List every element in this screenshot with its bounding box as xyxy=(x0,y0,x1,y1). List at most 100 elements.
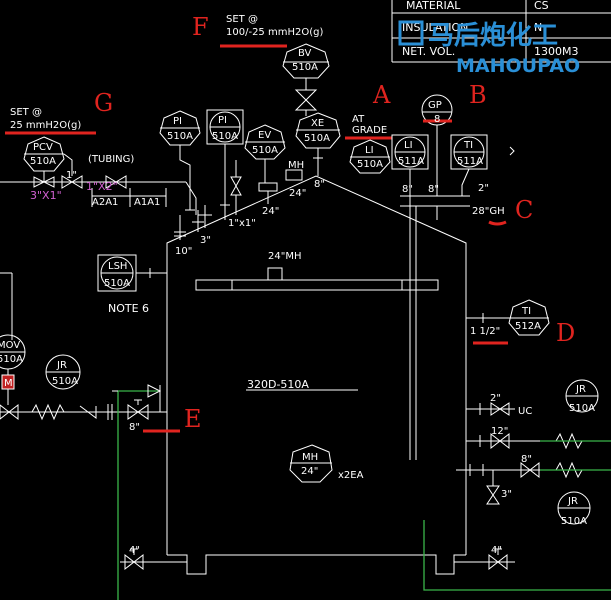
set-g-line2: 25 mmH2O(g) xyxy=(10,120,81,131)
boundary-green xyxy=(423,520,611,591)
xe-tag: XE xyxy=(311,118,324,129)
ti-instrument-1 xyxy=(450,134,488,196)
grade-label: GRADE xyxy=(352,125,387,136)
manhole-size: 24" xyxy=(301,466,318,477)
bv-num: 510A xyxy=(292,62,318,73)
fill-line-green xyxy=(112,384,162,600)
inlet-line xyxy=(0,399,167,421)
set-f-line1: SET @ xyxy=(226,14,258,25)
set-g-line1: SET @ xyxy=(10,107,42,118)
roof-manhole-label: 24"MH xyxy=(268,251,301,262)
jr3-tag: JR xyxy=(567,496,578,507)
callout-a: A xyxy=(372,81,391,109)
spec-table: MATERIAL CS INSULATION N NET. VOL. 1300M… xyxy=(391,0,611,63)
pi1-num: 510A xyxy=(167,131,193,142)
roof-nozzles-left xyxy=(174,205,212,240)
li2-tag: LI xyxy=(404,140,413,151)
gp-num: 8 xyxy=(434,114,440,125)
pipe-1x2: 1"X2" xyxy=(86,180,118,193)
ev-num: 510A xyxy=(252,145,278,156)
jr2-tag: JR xyxy=(575,384,586,395)
mov-instrument xyxy=(0,334,26,405)
pi2-num: 510A xyxy=(212,131,238,142)
size-10: 10" xyxy=(175,246,192,257)
size-3-drain: 3" xyxy=(501,489,512,500)
pcv-instrument xyxy=(23,136,73,182)
watermark-en: MAHOUPAO xyxy=(456,55,580,77)
bv-tag: BV xyxy=(298,48,312,59)
li1-num: 510A xyxy=(357,159,383,170)
li-instrument-2 xyxy=(391,134,429,196)
jr1-num: 510A xyxy=(52,376,78,387)
gp-tag: GP xyxy=(428,100,442,111)
ti2-num: 512A xyxy=(515,321,541,332)
motor-label: M xyxy=(4,378,13,389)
pcv-tag: PCV xyxy=(33,142,53,153)
jr-instrument-2 xyxy=(565,379,599,413)
spec-a2a1: A2A1 xyxy=(92,197,118,208)
pi1-tag: PI xyxy=(173,116,182,127)
mov-num: 510A xyxy=(0,354,23,365)
size-1x1: 1"x1" xyxy=(228,218,256,229)
li1-tag: LI xyxy=(365,145,374,156)
tubing-label: (TUBING) xyxy=(88,154,134,165)
size-8-gp: 8" xyxy=(428,184,439,195)
size-4-left: 4" xyxy=(129,545,140,556)
size-1half: 1 1/2" xyxy=(470,326,500,337)
top-manhole-label: MH xyxy=(288,160,304,171)
mov-tag: MOV xyxy=(0,340,20,351)
ti1-tag: TI xyxy=(463,140,473,151)
pi2-tag: PI xyxy=(218,115,227,126)
size-8-li: 8" xyxy=(402,184,413,195)
size-8-outlet: 8" xyxy=(521,454,532,465)
ev-tag: EV xyxy=(258,130,271,141)
li2-num: 511A xyxy=(398,156,424,167)
table-label-material: MATERIAL xyxy=(406,0,461,12)
ti1-num: 511A xyxy=(457,156,483,167)
table-value-insulation: N xyxy=(534,21,542,34)
top-manhole xyxy=(285,169,303,181)
ev-instrument xyxy=(244,124,286,204)
manhole-qty: x2EA xyxy=(338,470,364,481)
lsh-num: 510A xyxy=(104,278,130,289)
size-2-ti: 2" xyxy=(478,183,489,194)
manhole-side xyxy=(289,444,333,483)
jr-instrument-3 xyxy=(557,491,591,525)
callout-g: G xyxy=(94,89,113,117)
level-lines xyxy=(400,195,470,460)
size-2-uc: 2" xyxy=(490,393,501,404)
size-24-mh: 24" xyxy=(289,188,306,199)
tank-tag: 320D-510A xyxy=(247,378,309,391)
pcv-num: 510A xyxy=(30,156,56,167)
size-24-ev: 24" xyxy=(262,206,279,217)
table-label-insulation: INSULATION xyxy=(402,21,468,34)
marker-c xyxy=(488,220,507,226)
lsh-instrument xyxy=(0,254,167,340)
spec-a1a1: A1A1 xyxy=(134,197,160,208)
callout-e: E xyxy=(184,405,202,433)
continuation-mark xyxy=(509,146,515,156)
lsh-tag: LSH xyxy=(108,261,127,272)
at-label: AT xyxy=(352,114,365,125)
xe-instrument xyxy=(295,112,341,176)
jr-instrument-1 xyxy=(45,354,81,390)
size-1-pcv: 1" xyxy=(66,170,77,181)
watermark-cn: 马后炮化工 xyxy=(428,20,558,51)
watermark: 马后炮化工 MAHOUPAO xyxy=(398,20,580,77)
uc-label: UC xyxy=(518,406,532,417)
ti-instrument-2 xyxy=(466,299,550,336)
jr2-num: 510A xyxy=(569,403,595,414)
size-3-roof: 3" xyxy=(200,235,211,246)
xe-num: 510A xyxy=(304,133,330,144)
size-8-inlet: 8" xyxy=(129,422,140,433)
watermark-logo-icon xyxy=(398,20,424,46)
pipe-3x1: 3"X1" xyxy=(30,189,62,202)
drain-left xyxy=(120,548,187,571)
pi-instrument-2 xyxy=(206,109,244,220)
breather-valve xyxy=(282,43,330,116)
ti2-tag: TI xyxy=(521,306,531,317)
callout-d: D xyxy=(556,319,575,347)
callout-b: B xyxy=(469,81,487,109)
valve-pi2 xyxy=(230,160,242,215)
